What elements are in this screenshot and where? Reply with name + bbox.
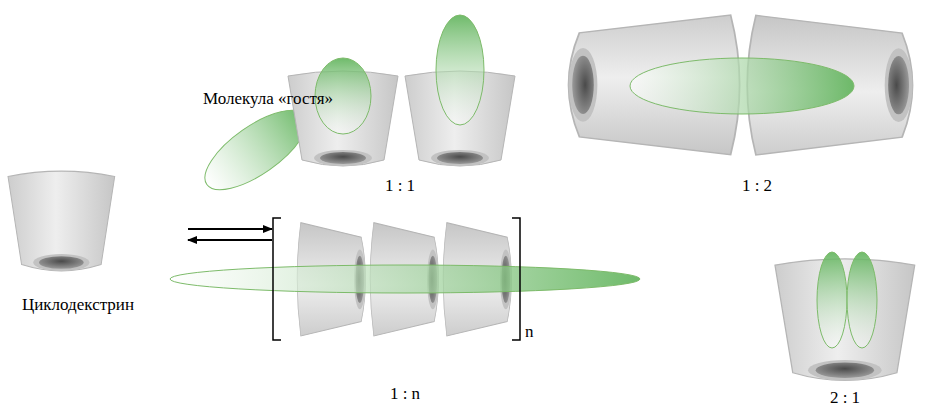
text-label: 1 : 1 [385, 176, 415, 196]
forward-arrow [188, 228, 272, 230]
guest-molecule [847, 252, 877, 348]
guest-molecule [436, 15, 484, 125]
text-label: 1 : n [390, 384, 420, 404]
guest-molecule [170, 265, 640, 293]
text-label: Циклодекстрин [22, 295, 134, 315]
guest-molecule [630, 58, 854, 114]
reverse-arrow [188, 239, 272, 241]
bracket [273, 218, 281, 340]
text-label: n [525, 322, 534, 342]
text-label: 2 : 1 [830, 388, 860, 408]
text-label: Молекула «гостя» [203, 89, 333, 109]
guest-molecule [817, 252, 847, 348]
text-label: 1 : 2 [742, 176, 772, 196]
bracket [512, 218, 520, 340]
cyclodextrin-cone [8, 171, 115, 271]
